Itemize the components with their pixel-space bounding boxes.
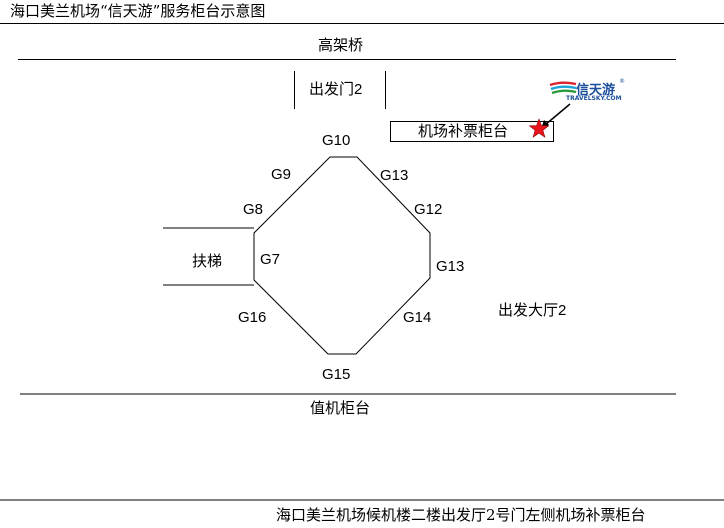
gate-g12: G12	[414, 201, 443, 218]
escalator-label: 扶梯	[192, 252, 223, 270]
ticket-counter-box	[390, 121, 554, 142]
location-star-icon	[528, 118, 550, 138]
logo-url: TRAVELSKY.COM	[566, 95, 622, 102]
title-divider	[0, 23, 724, 24]
swoosh-green	[551, 89, 577, 95]
swoosh-icon	[549, 81, 577, 95]
swoosh-red	[549, 81, 577, 87]
terminal-octagon	[253, 156, 431, 355]
page-title: 海口美兰机场“信天游”服务柜台示意图	[10, 2, 266, 20]
overpass-label: 高架桥	[318, 36, 364, 54]
gate-g13-right: G13	[436, 258, 465, 275]
gate-g16: G16	[238, 309, 267, 326]
gate-g9: G9	[271, 166, 292, 183]
checkin-counter-label: 值机柜台	[310, 399, 371, 417]
logo-name: 信天游	[576, 83, 616, 98]
gate-g7: G7	[260, 251, 281, 268]
travelsky-logo: 信天游 ® TRAVELSKY.COM	[548, 78, 625, 104]
gate-g13-top: G13	[380, 167, 409, 184]
gate-g10: G10	[322, 132, 351, 149]
gate-g14: G14	[403, 309, 432, 326]
overpass-line	[18, 59, 676, 60]
pointer-arrow	[544, 103, 571, 126]
gate-left-wall	[294, 71, 295, 109]
registered-mark: ®	[619, 78, 625, 85]
gate-g15: G15	[322, 366, 351, 383]
gate-right-wall	[385, 71, 386, 109]
footer-caption: 海口美兰机场候机楼二楼出发厅2号门左侧机场补票柜台	[276, 506, 646, 524]
swoosh-cyan	[550, 85, 577, 91]
gate-g8: G8	[243, 201, 264, 218]
departure-hall-label: 出发大厅2	[498, 302, 567, 319]
ticket-counter-label: 机场补票柜台	[418, 122, 509, 140]
departure-gate-label: 出发门2	[309, 81, 363, 98]
